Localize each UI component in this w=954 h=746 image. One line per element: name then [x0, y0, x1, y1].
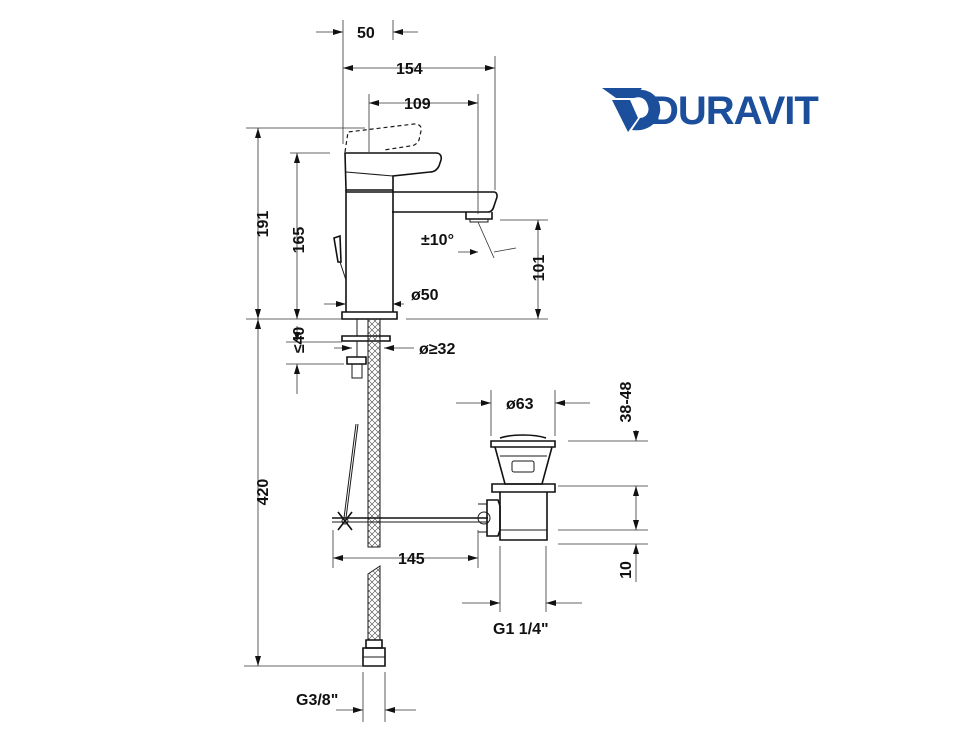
dim-dia-63: ø63	[506, 396, 534, 413]
extension-lines	[244, 20, 648, 722]
dim-420: 420	[255, 479, 272, 506]
dimension-lines	[255, 29, 639, 713]
dimension-labels: 50 154 109 191 165 101 ±10° ø50 ≤40 ø≥32…	[255, 25, 635, 709]
dim-dia-32: ø≥32	[419, 341, 455, 358]
dim-dia-50: ø50	[411, 287, 439, 304]
dim-191: 191	[255, 211, 272, 238]
dim-154: 154	[396, 61, 423, 78]
dim-50: 50	[357, 25, 375, 42]
dim-109: 109	[404, 96, 431, 113]
dim-165: 165	[291, 227, 308, 254]
faucet-outline	[332, 123, 498, 667]
drain-outline	[477, 434, 556, 541]
dim-38-48: 38-48	[618, 381, 635, 422]
dim-angle: ±10°	[421, 232, 454, 249]
brand-name: DURAVIT	[650, 89, 818, 133]
dim-101: 101	[531, 255, 548, 282]
duravit-logo: DURAVIT	[602, 88, 819, 133]
dim-g-3-8: G3/8"	[296, 692, 338, 709]
dim-145: 145	[398, 551, 425, 568]
dim-10: 10	[618, 561, 635, 579]
dim-le-40: ≤40	[291, 327, 308, 354]
duravit-emblem-icon	[602, 88, 661, 132]
dim-g-1-1-4: G1 1/4"	[493, 621, 549, 638]
